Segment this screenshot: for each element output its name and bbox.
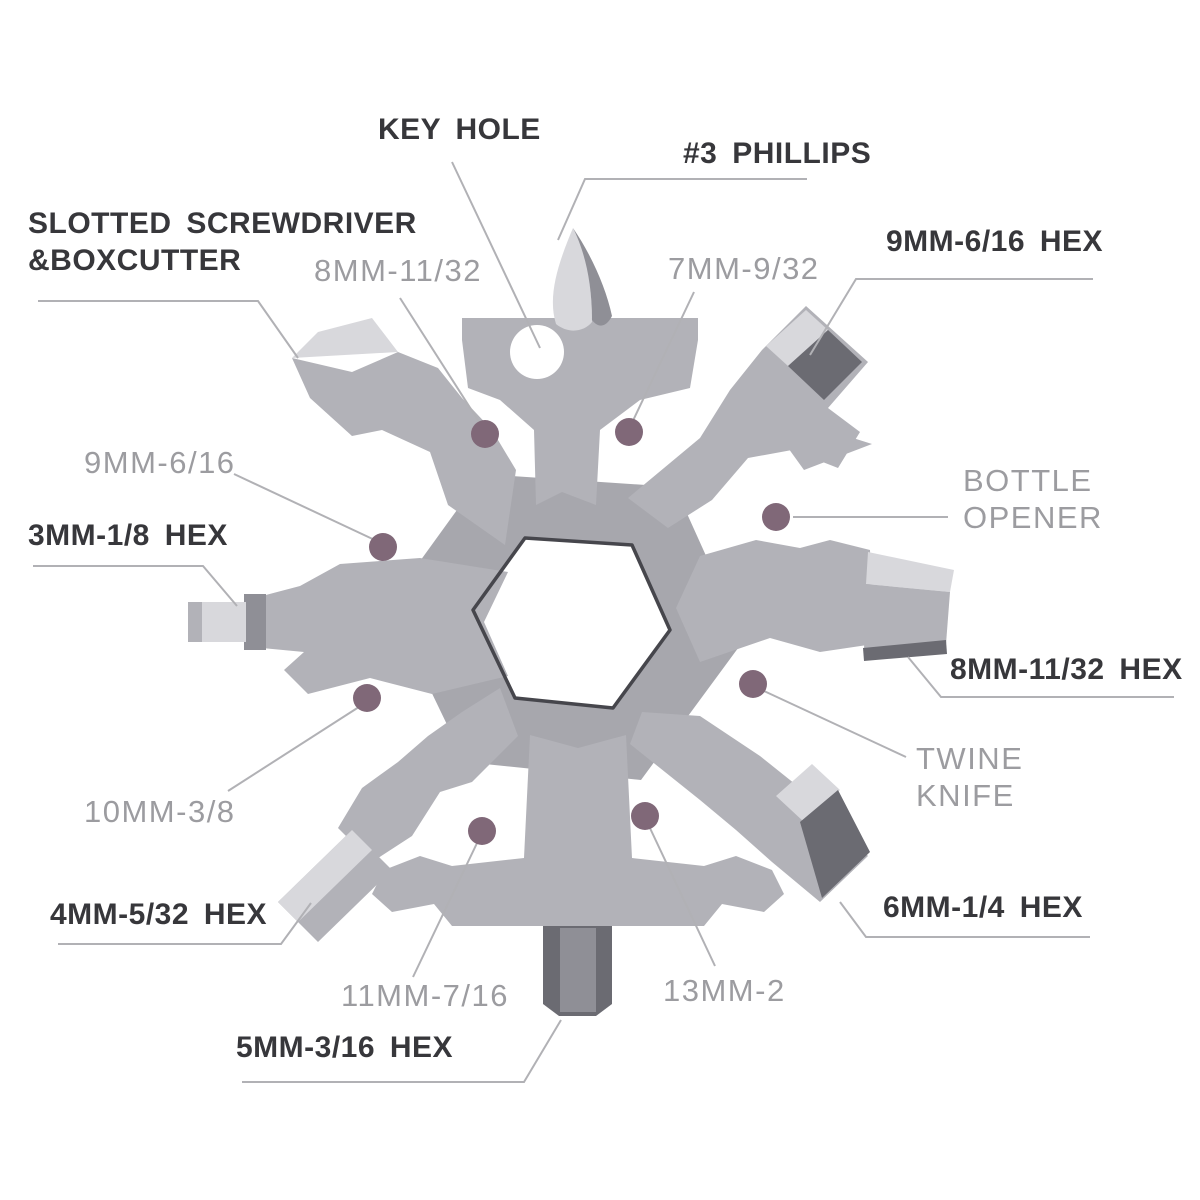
label-hex-6mm: 6MM-1/4 HEX [883, 891, 1083, 924]
hex-bit-3mm [188, 602, 246, 642]
marker-dot [631, 802, 659, 830]
label-hex-3mm: 3MM-1/8 HEX [28, 519, 228, 552]
marker-dot [369, 533, 397, 561]
phillips-tip [552, 228, 612, 331]
label-bottle-opener: BOTTLE OPENER [963, 463, 1103, 536]
label-wrench-9mm: 9MM-6/16 [84, 445, 236, 480]
label-phillips: #3 PHILLIPS [683, 137, 872, 170]
label-wrench-11mm: 11MM-7/16 [341, 978, 509, 1013]
label-wrench-13mm: 13MM-2 [663, 973, 786, 1008]
tool-body [188, 306, 954, 1016]
marker-dots [353, 418, 790, 845]
label-hex-4mm: 4MM-5/32 HEX [50, 898, 268, 931]
label-slotted-screwdriver-boxcutter: SLOTTED SCREWDRIVER &BOXCUTTER [28, 207, 417, 277]
keyhole [510, 325, 564, 379]
marker-dot [615, 418, 643, 446]
label-hex-8mm: 8MM-11/32 HEX [950, 653, 1183, 686]
marker-dot [471, 420, 499, 448]
marker-dot [762, 503, 790, 531]
marker-dot [353, 684, 381, 712]
label-key-hole: KEY HOLE [378, 113, 541, 146]
label-wrench-10mm: 10MM-3/8 [84, 794, 236, 829]
label-wrench-8mm: 8MM-11/32 [314, 253, 482, 288]
label-hex-5mm: 5MM-3/16 HEX [236, 1031, 454, 1064]
marker-dot [468, 817, 496, 845]
leader-lines [33, 161, 1174, 1083]
bottle-opener-hook [786, 420, 872, 470]
label-hex-9mm: 9MM-6/16 HEX [886, 225, 1104, 258]
center-hex-hole [471, 536, 672, 710]
label-wrench-7mm: 7MM-9/32 [668, 251, 820, 286]
hex-bit-8mm [866, 552, 954, 592]
marker-dot [739, 670, 767, 698]
label-twine-knife: TWINE KNIFE [916, 741, 1024, 814]
hex-bit-6mm [800, 790, 870, 898]
blade-edge-highlight [292, 318, 398, 358]
